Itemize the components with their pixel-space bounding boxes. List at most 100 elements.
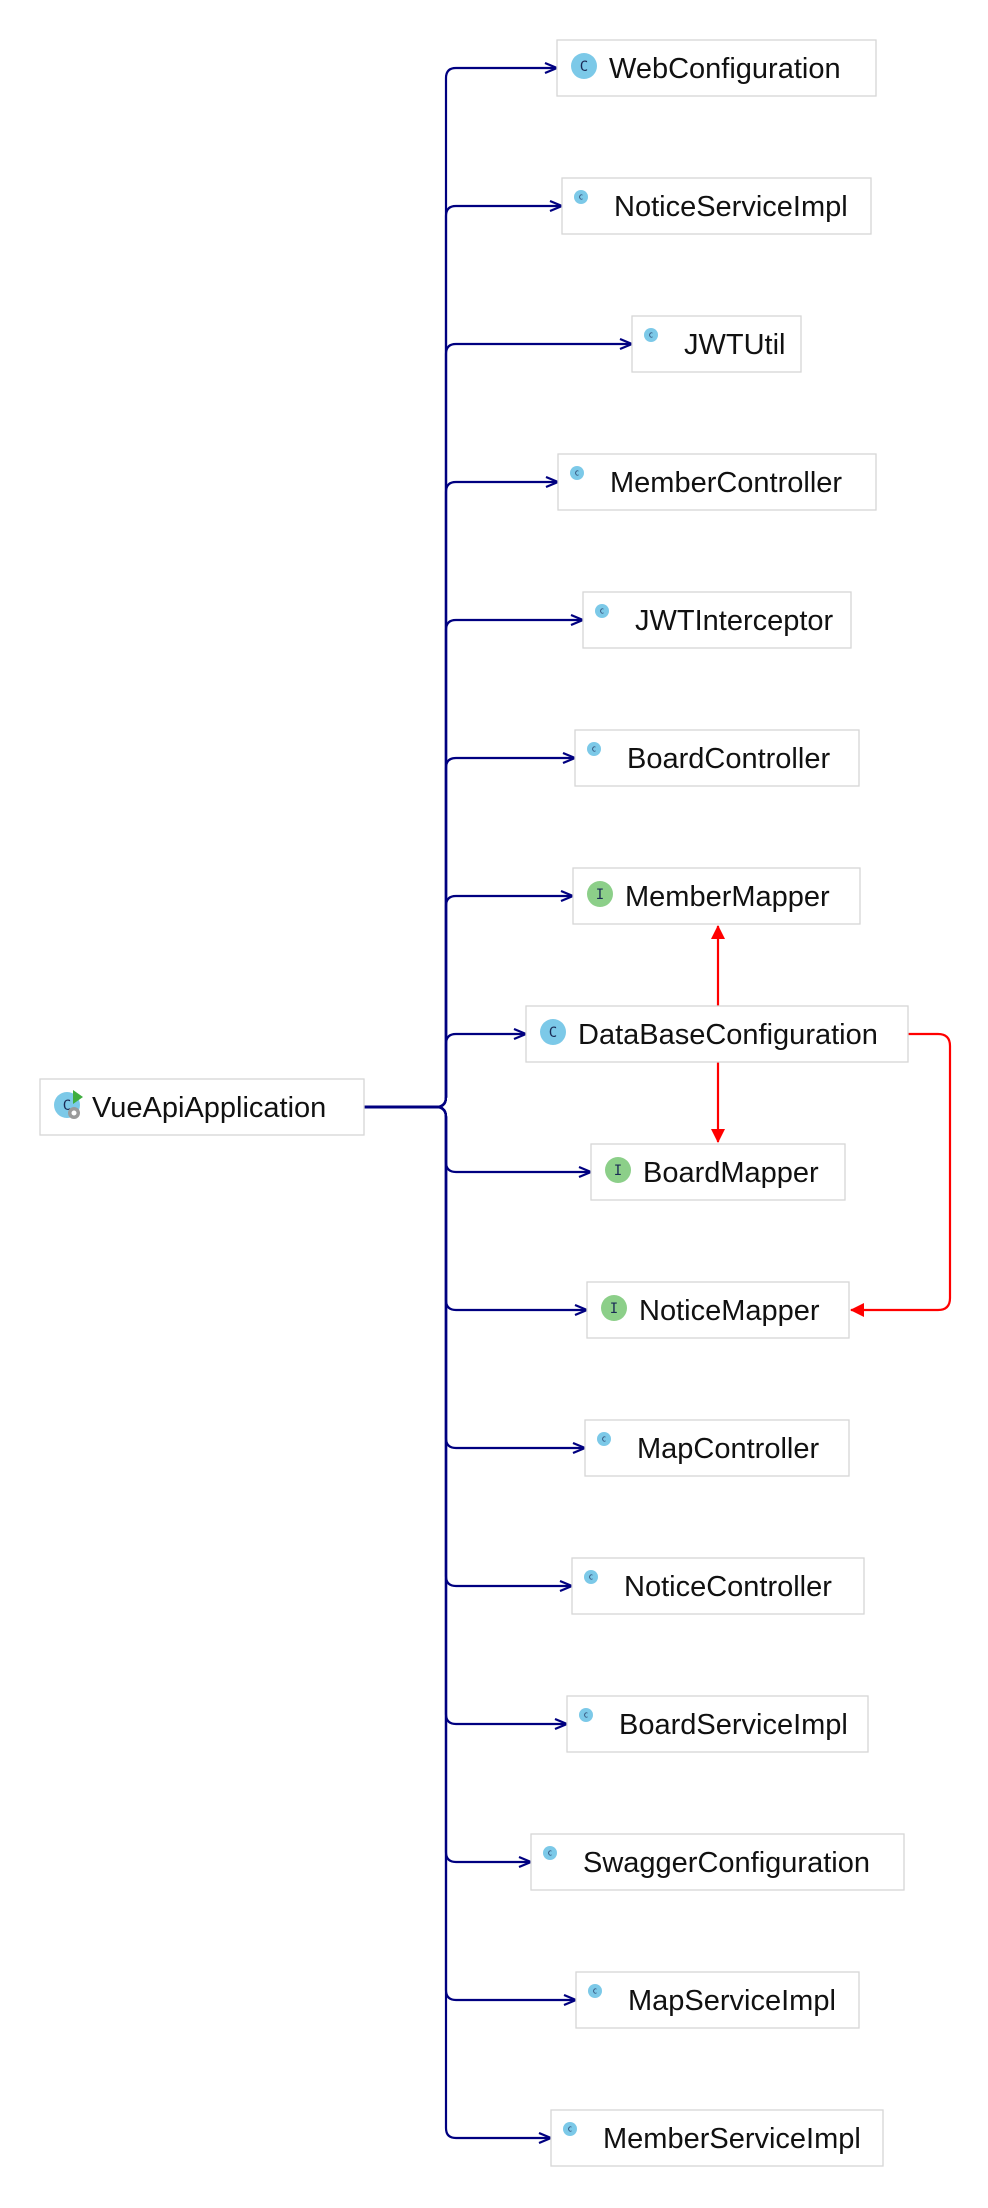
node-label: VueApiApplication <box>92 1092 326 1124</box>
spring-boot-app-icon: C <box>54 1090 83 1119</box>
node-box <box>566 1695 869 1753</box>
node-box <box>550 2109 884 2167</box>
node-board-service-impl[interactable]: C BoardServiceImpl <box>566 1695 869 1753</box>
node-jwt-util[interactable]: C JWTUtil <box>631 315 802 373</box>
node-notice-controller[interactable]: C NoticeController <box>571 1557 865 1615</box>
node-label: JWTUtil <box>684 329 785 361</box>
class-icon: C <box>540 1019 566 1045</box>
node-member-service-impl[interactable]: C MemberServiceImpl <box>550 2109 884 2167</box>
node-box <box>572 867 861 925</box>
edge-root-to-notice-service-impl <box>364 206 562 1109</box>
edge-root-to-notice-controller <box>364 1105 572 1586</box>
node-box <box>556 39 877 97</box>
interface-icon: I <box>605 1157 631 1183</box>
svg-text:C: C <box>568 2126 572 2134</box>
node-box <box>571 1557 865 1615</box>
node-label: BoardMapper <box>643 1157 819 1189</box>
node-label: JWTInterceptor <box>635 605 834 637</box>
edge-root-to-web-configuration <box>364 68 557 1109</box>
svg-text:C: C <box>602 1436 606 1444</box>
svg-text:C: C <box>548 1850 552 1858</box>
node-label: DataBaseConfiguration <box>578 1019 878 1051</box>
class-icon: C <box>644 328 658 342</box>
node-box <box>39 1078 365 1136</box>
svg-text:I: I <box>596 887 604 903</box>
svg-text:C: C <box>549 1025 557 1041</box>
edge-root-to-data-base-configuration <box>364 1034 526 1109</box>
svg-text:C: C <box>593 1988 597 1996</box>
node-label: NoticeServiceImpl <box>614 191 848 223</box>
svg-text:C: C <box>600 608 604 616</box>
node-box <box>557 453 877 511</box>
node-box <box>530 1833 905 1891</box>
node-vue-api-application[interactable]: C VueApiApplication <box>39 1078 365 1136</box>
svg-text:C: C <box>579 194 583 202</box>
edge-root-to-member-mapper <box>364 896 573 1109</box>
node-notice-mapper[interactable]: I NoticeMapper <box>586 1281 850 1339</box>
node-data-base-configuration[interactable]: C DataBaseConfiguration <box>525 1005 909 1063</box>
node-board-controller[interactable]: C BoardController <box>574 729 860 787</box>
node-box <box>575 1971 860 2029</box>
node-box <box>525 1005 909 1063</box>
node-label: BoardController <box>627 743 830 775</box>
node-label: WebConfiguration <box>609 53 841 85</box>
svg-text:C: C <box>580 59 588 75</box>
node-member-mapper[interactable]: I MemberMapper <box>572 867 861 925</box>
node-map-service-impl[interactable]: C MapServiceImpl <box>575 1971 860 2029</box>
edge-root-to-swagger-configuration <box>364 1105 531 1862</box>
interface-icon: I <box>601 1295 627 1321</box>
edge-layer <box>364 68 952 2138</box>
edge-root-to-board-service-impl <box>364 1105 567 1724</box>
svg-text:C: C <box>584 1712 588 1720</box>
class-icon: C <box>588 1984 602 1998</box>
node-label: MemberMapper <box>625 881 830 913</box>
node-box <box>584 1419 850 1477</box>
node-label: SwaggerConfiguration <box>583 1847 870 1879</box>
node-box <box>574 729 860 787</box>
svg-text:C: C <box>589 1574 593 1582</box>
node-label: BoardServiceImpl <box>619 1709 848 1741</box>
node-box <box>590 1143 846 1201</box>
node-swagger-configuration[interactable]: C SwaggerConfiguration <box>530 1833 905 1891</box>
svg-text:C: C <box>649 332 653 340</box>
class-icon: C <box>563 2122 577 2136</box>
node-box <box>631 315 802 373</box>
edge-root-to-member-service-impl <box>364 1105 551 2138</box>
svg-text:C: C <box>592 746 596 754</box>
node-label: MemberServiceImpl <box>603 2123 861 2155</box>
node-board-mapper[interactable]: I BoardMapper <box>590 1143 846 1201</box>
node-map-controller[interactable]: C MapController <box>584 1419 850 1477</box>
class-icon: C <box>587 742 601 756</box>
svg-text:C: C <box>575 470 579 478</box>
node-label: NoticeController <box>624 1571 832 1603</box>
class-icon: C <box>574 190 588 204</box>
node-member-controller[interactable]: C MemberController <box>557 453 877 511</box>
node-box <box>586 1281 850 1339</box>
node-box <box>582 591 852 649</box>
node-box <box>561 177 872 235</box>
class-icon: C <box>584 1570 598 1584</box>
edge-root-to-notice-mapper <box>364 1105 587 1310</box>
svg-text:I: I <box>614 1163 622 1179</box>
node-notice-service-impl[interactable]: C NoticeServiceImpl <box>561 177 872 235</box>
node-label: MapController <box>637 1433 819 1465</box>
edge-root-to-map-controller <box>364 1105 585 1448</box>
node-web-configuration[interactable]: C WebConfiguration <box>556 39 877 97</box>
svg-text:I: I <box>610 1301 618 1317</box>
edge-root-to-board-mapper <box>364 1105 591 1172</box>
class-icon: C <box>597 1432 611 1446</box>
interface-icon: I <box>587 881 613 907</box>
node-label: MapServiceImpl <box>628 1985 836 2017</box>
class-icon: C <box>595 604 609 618</box>
class-icon: C <box>571 53 597 79</box>
node-jwt-interceptor[interactable]: C JWTInterceptor <box>582 591 852 649</box>
node-label: NoticeMapper <box>639 1295 820 1327</box>
class-icon: C <box>579 1708 593 1722</box>
node-label: MemberController <box>610 467 842 499</box>
svg-text:C: C <box>63 1098 71 1114</box>
class-icon: C <box>543 1846 557 1860</box>
edge-databaseconfig-to-noticemapper <box>850 1032 952 1317</box>
class-icon: C <box>570 466 584 480</box>
